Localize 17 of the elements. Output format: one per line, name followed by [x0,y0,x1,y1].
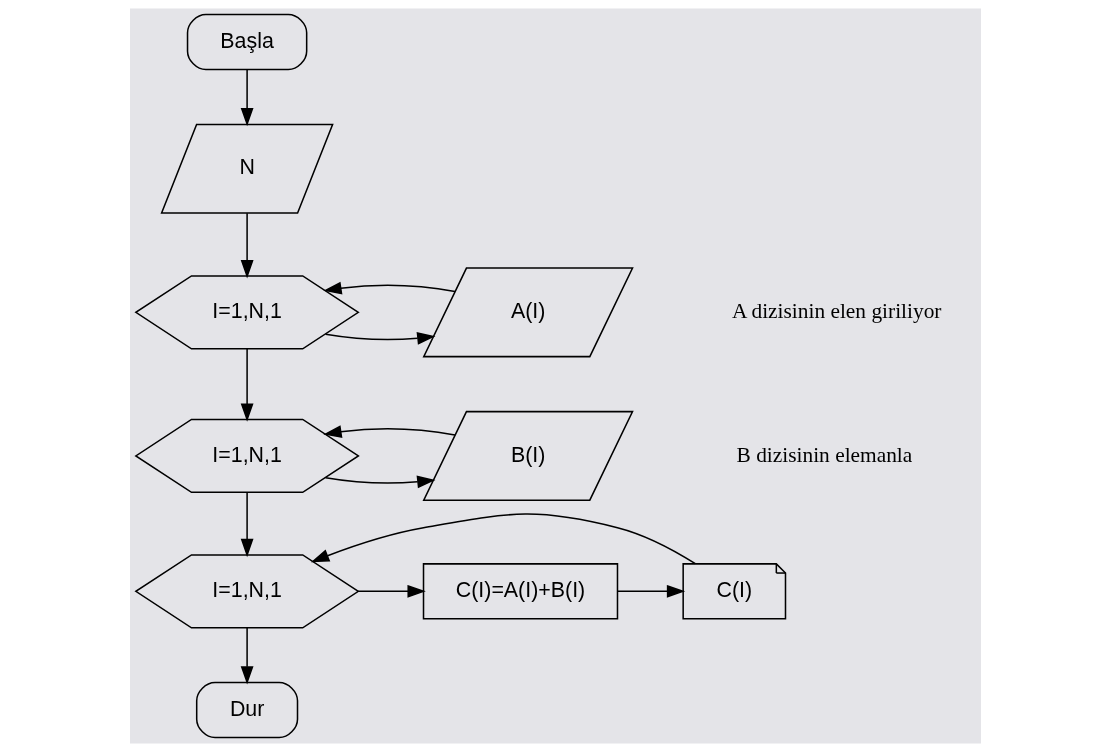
label: B dizisinin elemanla [736,442,912,467]
arrow [310,513,696,565]
arrow [322,281,456,295]
node-box: Başla [186,13,307,71]
arrow [322,425,456,439]
arrow [324,475,435,489]
arrow [324,331,435,345]
arrow [240,347,254,422]
arrow [240,212,254,279]
node-box: C(I)=A(I)+B(I) [422,563,618,620]
arrow [240,626,254,685]
arrow [240,69,254,127]
node-box: Dur [195,681,298,739]
arrow [616,584,685,598]
arrow [240,491,254,558]
label: A dizisinin elen giriliyor [731,298,941,323]
arrow [356,584,426,598]
